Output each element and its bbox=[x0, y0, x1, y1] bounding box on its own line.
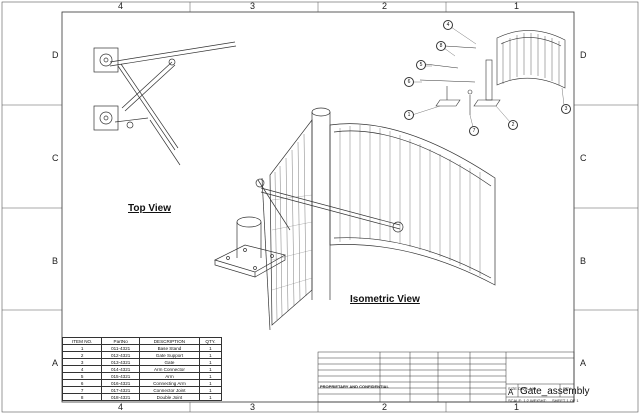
gate-mesh bbox=[271, 194, 313, 291]
bom-row: 4 014-4321 Arm Connector 1 bbox=[61, 365, 223, 373]
bom-header-qty: QTY. bbox=[198, 337, 223, 345]
bom-cell: 3 bbox=[61, 358, 103, 366]
exploded-parts bbox=[419, 30, 566, 115]
bom-row: 2 012-4321 Gate Support 1 bbox=[61, 351, 223, 359]
balloon-5: 5 bbox=[416, 60, 426, 70]
drawing-name: Gate_assembly bbox=[520, 386, 590, 397]
balloon-4: 4 bbox=[443, 20, 453, 30]
balloon-2: 2 bbox=[508, 120, 518, 130]
zone-row-right-d: D bbox=[580, 50, 587, 60]
zone-col-bottom-3: 3 bbox=[250, 402, 256, 412]
bom-cell: 015-4321 bbox=[101, 372, 140, 380]
bom-cell: 018-4321 bbox=[101, 393, 140, 401]
bom-row: 1 011-4321 Base Stand 1 bbox=[61, 344, 223, 352]
bom-cell: 1 bbox=[198, 358, 223, 366]
sheet-label: SHEET 1 OF 1 bbox=[552, 398, 579, 403]
bom-cell: Connector Joint bbox=[138, 386, 200, 394]
zone-col-top-1: 1 bbox=[514, 1, 520, 11]
zone-row-left-c: C bbox=[52, 153, 59, 163]
bom-cell: 017-4321 bbox=[101, 386, 140, 394]
bom-cell: 8 bbox=[61, 393, 103, 401]
zone-row-right-a: A bbox=[580, 358, 587, 368]
scale-label: SCALE: 1:2 bbox=[508, 398, 529, 403]
bom-cell: 1 bbox=[61, 344, 103, 352]
bom-cell: 1 bbox=[198, 351, 223, 359]
zone-col-top-3: 3 bbox=[250, 1, 256, 11]
isometric-view-drawing bbox=[214, 107, 496, 331]
balloon-8: 8 bbox=[436, 41, 446, 51]
bom-cell: 1 bbox=[198, 379, 223, 387]
bom-header-item: ITEM NO. bbox=[61, 337, 103, 345]
bom-cell: 016-4321 bbox=[101, 379, 140, 387]
balloon-1: 1 bbox=[404, 110, 414, 120]
bom-cell: 1 bbox=[198, 372, 223, 380]
weight-label: WEIGHT: bbox=[530, 398, 547, 403]
bom-cell: 1 bbox=[198, 344, 223, 352]
bom-row: 5 015-4321 Arm 1 bbox=[61, 372, 223, 380]
bom-cell: 1 bbox=[198, 386, 223, 394]
zone-row-left-b: B bbox=[52, 256, 59, 266]
bom-cell: 012-4321 bbox=[101, 351, 140, 359]
zone-row-right-b: B bbox=[580, 256, 587, 266]
size-dwg-no-label: SIZE DWG. NO. bbox=[508, 386, 538, 391]
bom-cell: 5 bbox=[61, 372, 103, 380]
bom-cell: 1 bbox=[198, 365, 223, 373]
bom-cell: 6 bbox=[61, 379, 103, 387]
balloon-leaders bbox=[411, 26, 565, 128]
top-view-label: Top View bbox=[128, 203, 171, 214]
zone-row-left-d: D bbox=[52, 50, 59, 60]
bom-cell: 1 bbox=[198, 393, 223, 401]
bom-cell: 014-4321 bbox=[101, 365, 140, 373]
bom-header-description: DESCRIPTION bbox=[138, 337, 200, 345]
bom-cell: Gate Support bbox=[138, 351, 200, 359]
isometric-view-label: Isometric View bbox=[350, 294, 420, 305]
bom-cell: Base Stand bbox=[138, 344, 200, 352]
zone-col-bottom-4: 4 bbox=[118, 402, 124, 412]
bom-row: 3 013-4321 Gate 1 bbox=[61, 358, 223, 366]
bom-header-partno: PartNo bbox=[101, 337, 140, 345]
bom-row: 8 018-4321 Double Joint 1 bbox=[61, 393, 223, 401]
zone-row-right-c: C bbox=[580, 153, 587, 163]
bom-cell: Arm Connector bbox=[138, 365, 200, 373]
balloon-7: 7 bbox=[469, 126, 479, 136]
balloon-6: 6 bbox=[404, 77, 414, 87]
bom-cell: Arm bbox=[138, 372, 200, 380]
bom-header-row: ITEM NO. PartNo DESCRIPTION QTY. bbox=[61, 337, 223, 345]
zone-col-bottom-2: 2 bbox=[382, 402, 388, 412]
bom-cell: Connecting Arm bbox=[138, 379, 200, 387]
zone-col-top-4: 4 bbox=[118, 1, 124, 11]
zone-col-top-2: 2 bbox=[382, 1, 388, 11]
rev-label: REV bbox=[563, 386, 572, 391]
bom-cell: 2 bbox=[61, 351, 103, 359]
bom-row: 7 017-4321 Connector Joint 1 bbox=[61, 386, 223, 394]
zone-col-bottom-1: 1 bbox=[514, 402, 520, 412]
bom-cell: Double Joint bbox=[138, 393, 200, 401]
sheet-size: A bbox=[508, 388, 514, 397]
proprietary-title: PROPRIETARY AND CONFIDENTIAL bbox=[320, 384, 389, 389]
balloon-3: 3 bbox=[561, 104, 571, 114]
bom-cell: 011-4321 bbox=[101, 344, 140, 352]
bom-cell: 7 bbox=[61, 386, 103, 394]
top-view-drawing bbox=[93, 41, 237, 166]
bom-row: 6 016-4321 Connecting Arm 1 bbox=[61, 379, 223, 387]
bill-of-materials: ITEM NO. PartNo DESCRIPTION QTY. 1 011-4… bbox=[61, 337, 223, 401]
bom-cell: 013-4321 bbox=[101, 358, 140, 366]
zone-row-left-a: A bbox=[52, 358, 59, 368]
bom-cell: 4 bbox=[61, 365, 103, 373]
gate-pickets bbox=[274, 125, 481, 321]
bom-cell: Gate bbox=[138, 358, 200, 366]
title-block-grid bbox=[317, 351, 575, 403]
